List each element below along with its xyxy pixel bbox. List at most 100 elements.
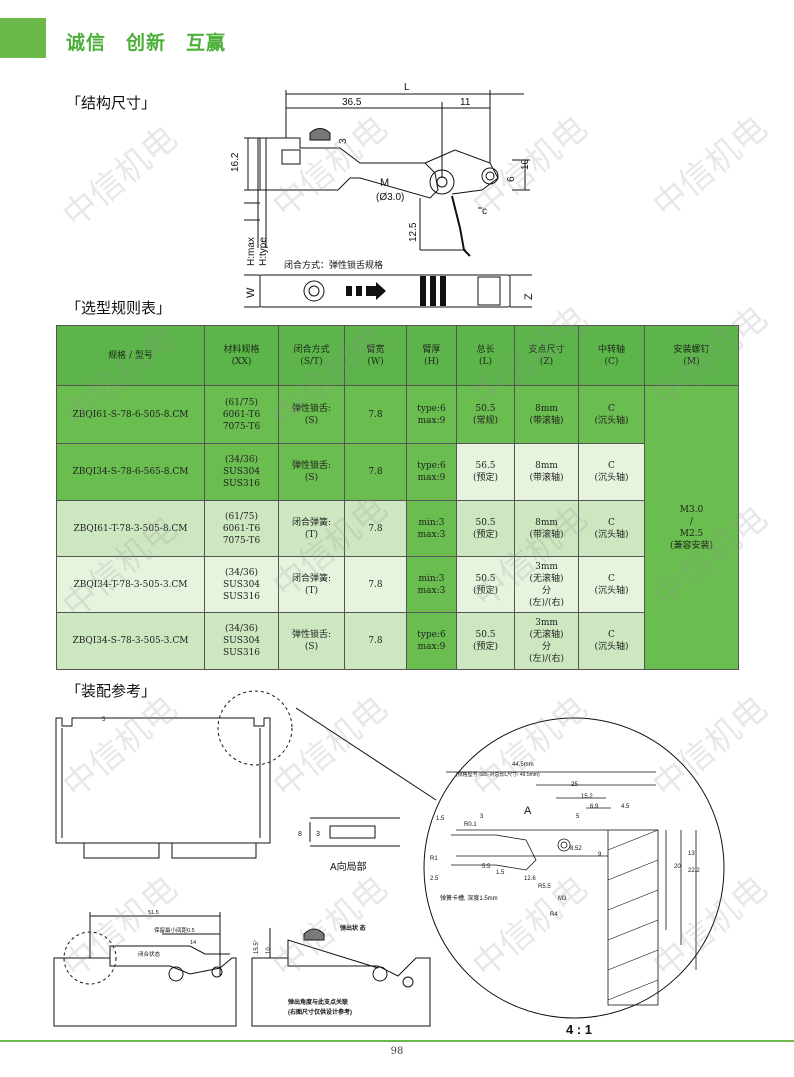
width-cell: 7.8 (344, 500, 407, 557)
dim-6: 6 (506, 176, 517, 182)
detail-dim-20: 20 (674, 864, 681, 870)
detail-dim-5: 5 (576, 814, 580, 820)
axis-cell: C(沉头轴) (578, 500, 645, 557)
dim-W: W (245, 287, 257, 298)
detail-dim-5-5: 5.5 (482, 864, 491, 870)
section-structure-label: 「结构尺寸」 (66, 94, 157, 112)
header-title: 诚信 创新 互赢 (66, 32, 227, 54)
pivot-cell: 8mm(带滚轴) (514, 443, 579, 501)
width-cell: 7.8 (344, 556, 407, 613)
a-view-dim-3: 3 (316, 831, 320, 838)
header-cell: 安装螺钉(M) (644, 325, 739, 386)
detail-dim-15-2: 15.2 (581, 794, 593, 800)
model-cell: ZBQI34-T-78-3-505-3.CM (56, 556, 205, 613)
label-c: c (482, 206, 487, 217)
model-cell: ZBQI34-S-78-3-505-3.CM (56, 612, 205, 670)
open-angle: 15.5° (254, 939, 260, 954)
header-cell: 中转轴(C) (578, 325, 645, 386)
axis-cell: C(沉头轴) (578, 385, 645, 444)
open-dim-10: 10 (266, 947, 272, 954)
detail-m3: M3 (558, 896, 567, 902)
pivot-cell: 3mm(无滚轴)分(左)/(右) (514, 556, 579, 613)
pivot-cell: 8mm(带滚轴) (514, 385, 579, 444)
detail-r0-1: R0.1 (464, 822, 477, 828)
detail-dim-8-52: 8.52 (570, 846, 582, 852)
width-cell: 7.8 (344, 385, 407, 444)
detail-note-top: (规格型号-585-对总长L尺寸: 49.5mm) (456, 771, 540, 778)
label-h-type: H:type (258, 237, 269, 266)
section-assembly-label: 「装配参考」 (66, 682, 157, 700)
header-cell: 臂厚(H) (406, 325, 457, 386)
closure-cell: 弹性锁舌:(S) (278, 385, 345, 444)
detail-scale: 4 : 1 (566, 1022, 592, 1037)
dim-L: L (404, 82, 410, 93)
enclosure-label-5: 5 (102, 717, 106, 723)
a-view-dim-8: 8 (298, 831, 302, 838)
page-number: 98 (390, 1046, 404, 1057)
open-state-label: 弹出状 态 (340, 924, 366, 932)
header-cell: 闭合方式(S/T) (278, 325, 345, 386)
detail-dim-1-5b: 1.5 (496, 870, 505, 876)
section-selection-label: 「选型规则表」 (66, 299, 172, 317)
detail-dim-13: 13 (688, 851, 695, 857)
a-view-drawing: 8 3 A向局部 (298, 817, 400, 873)
pivot-cell: 8mm(带滚轴) (514, 500, 579, 557)
length-cell: 50.5(预定) (456, 500, 515, 557)
detail-r4: R4 (550, 912, 558, 918)
dim-Z: Z (523, 293, 535, 300)
open-state-drawing: 15.5° 10 弹出状 态 弹出角度与此支点关联 (右图尺寸仅供设计参考) (251, 924, 431, 1027)
closure-cell: 闭合弹簧:(T) (278, 556, 345, 613)
watermark: 中信机电 (645, 108, 776, 227)
closed-dim-14: 14 (190, 940, 196, 946)
axis-cell: C(沉头轴) (578, 556, 645, 613)
detail-dim-22-2: 22.2 (688, 868, 700, 874)
header-cell: 总长(L) (456, 325, 515, 386)
model-cell: ZBQI34-S-78-6-565-8.CM (56, 443, 205, 501)
detail-dim-3: 3 (480, 814, 484, 820)
length-cell: 56.5(预定) (456, 443, 515, 501)
a-view-label: A向局部 (330, 860, 367, 873)
model-cell: ZBQI61-S-78-6-505-8.CM (56, 385, 205, 444)
dim-11: 11 (460, 97, 471, 108)
detail-r1: R1 (430, 856, 438, 862)
width-cell: 7.8 (344, 612, 407, 670)
footer-line (0, 1040, 794, 1042)
header-cell: 支点尺寸(Z) (514, 325, 579, 386)
open-note-2: (右图尺寸仅供设计参考) (288, 1008, 352, 1016)
detail-dim-44-5: 44.5mm (512, 762, 534, 768)
detail-groove-note: 弹簧卡槽, 深度1.5mm (440, 894, 498, 902)
dim-3: 3 (338, 138, 349, 144)
closure-note: 闭合方式：弹性锁舌规格 (284, 259, 383, 270)
axis-cell: C(沉头轴) (578, 612, 645, 670)
label-phi: (Ø3.0) (376, 192, 404, 203)
label-h-max: H:max (246, 237, 257, 266)
dim-10: 10 (520, 158, 531, 170)
open-note-1: 弹出角度与此支点关联 (288, 998, 348, 1006)
label-M: M (380, 177, 389, 189)
header-cell: 规格 / 型号 (56, 325, 205, 386)
structure-drawing: L 36.5 11 3 16.2 10 6 M (Ø3.0) c 12.5 H:… (230, 82, 535, 308)
closure-cell: 弹性锁舌:(S) (278, 612, 345, 670)
detail-dim-9: 9 (598, 852, 602, 858)
closed-gap-note: 保留最小间距0.5 (154, 926, 195, 934)
detail-dim-12-6: 12.6 (524, 876, 536, 882)
width-cell: 7.8 (344, 443, 407, 501)
length-cell: 50.5(预定) (456, 556, 515, 613)
closure-cell: 弹性锁舌:(S) (278, 443, 345, 501)
closed-state-drawing: 51.5 保留最小间距0.5 14 闭合状态 (53, 910, 237, 1027)
detail-dim-1-5: 1.5 (436, 816, 445, 822)
